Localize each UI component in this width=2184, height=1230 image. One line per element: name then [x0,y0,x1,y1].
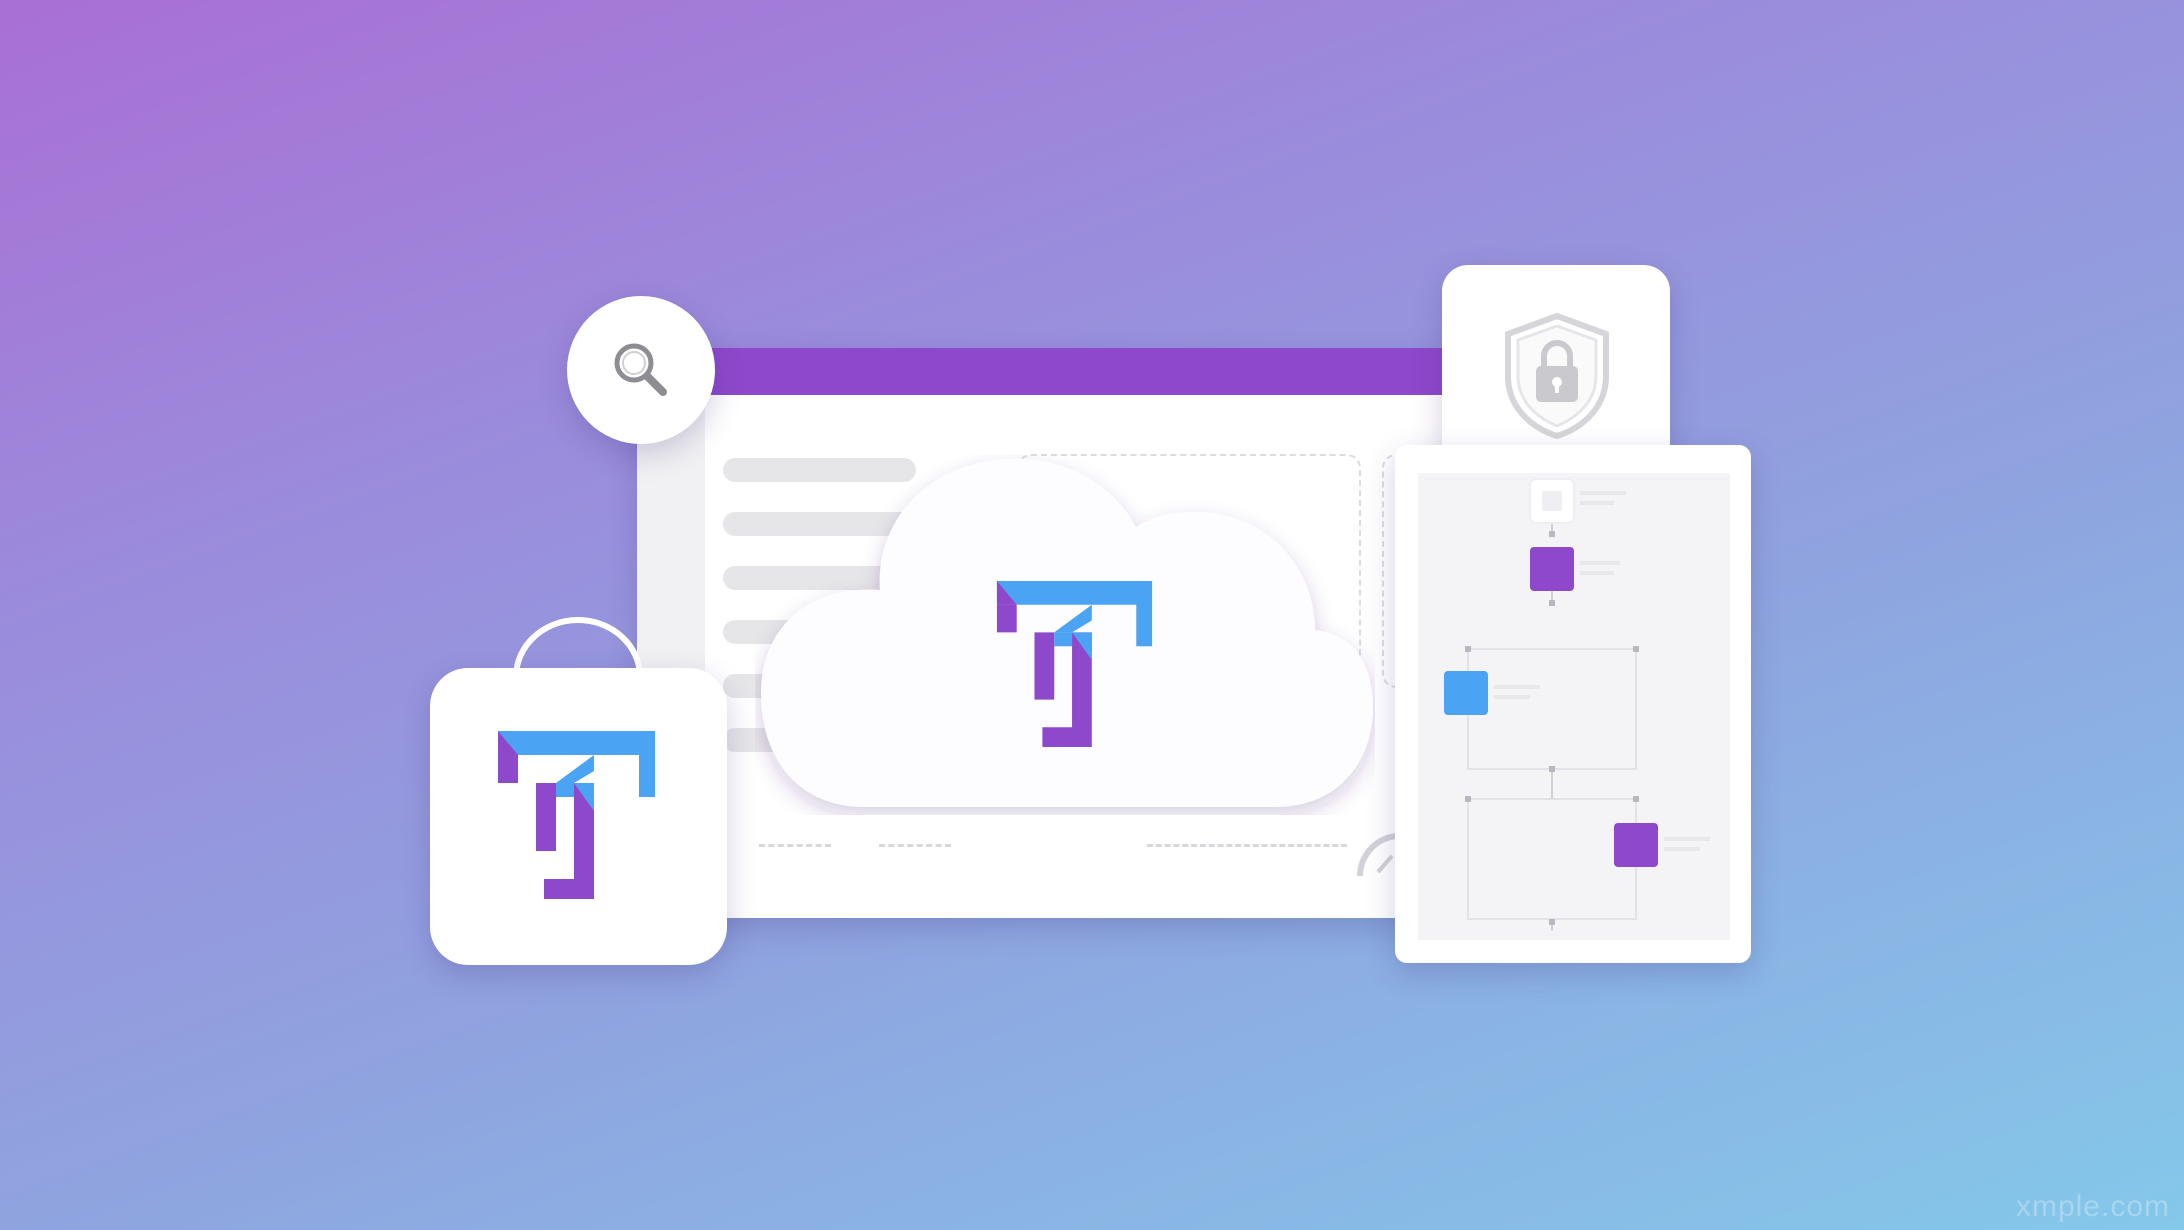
workflow-card [1395,445,1751,963]
shopping-bag-icon [430,668,727,965]
shield-lock-icon [1505,312,1609,440]
placeholder-line [723,512,913,536]
workflow-canvas [1418,473,1730,940]
security-card [1442,265,1670,475]
placeholder-line [723,566,898,590]
search-icon [614,343,667,396]
dashed-divider [759,844,831,847]
placeholder-line [723,458,916,482]
t-logo-icon [498,731,655,899]
dashed-divider [879,844,951,847]
workflow-diagram [1444,478,1710,931]
dashed-divider [1147,844,1347,847]
search-button[interactable] [567,296,715,444]
watermark: xmple.com [2015,1190,2170,1223]
t-logo-icon [996,581,1153,748]
browser-title-bar [637,348,1514,395]
gauge-icon [1357,833,1401,877]
